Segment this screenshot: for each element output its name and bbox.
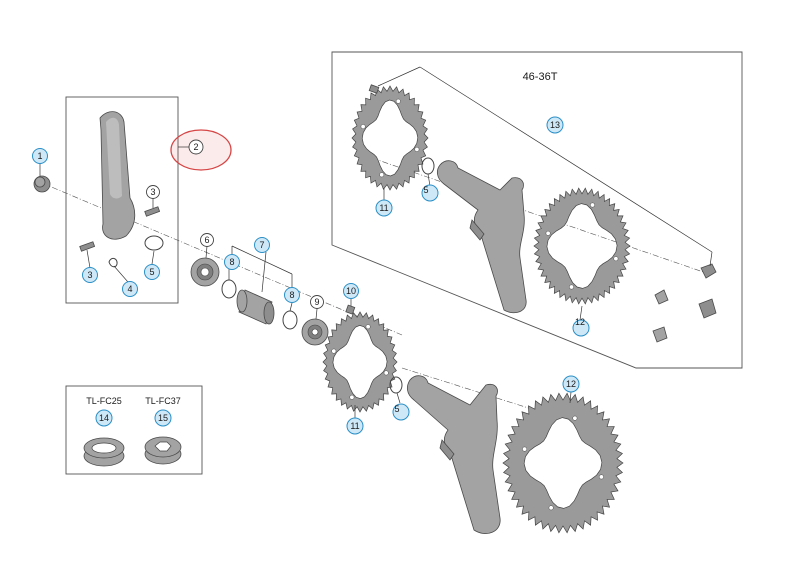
chainring-bolt-hole [522, 446, 528, 452]
callout-1[interactable]: 1 [32, 148, 48, 164]
svg-text:6: 6 [204, 235, 209, 245]
svg-text:12: 12 [566, 379, 576, 389]
callout-5-left[interactable]: 5 [144, 264, 160, 280]
chainring-small-box-part [351, 85, 429, 191]
tool-tl-fc25-part [83, 437, 125, 467]
svg-text:4: 4 [127, 284, 132, 294]
callout-15[interactable]: 15 [154, 409, 172, 427]
callout-11-box[interactable]: 11 [375, 199, 393, 217]
chainring-bolt-hole [349, 394, 355, 400]
o-ring-box-part [421, 157, 435, 175]
chainring-bolt-hole [613, 256, 619, 262]
callout-14[interactable]: 14 [95, 409, 113, 427]
box-nut-3-part [652, 326, 668, 343]
spacer-left-part [221, 279, 237, 299]
svg-text:11: 11 [350, 421, 359, 431]
callout-9[interactable]: 9 [310, 295, 324, 309]
svg-text:3: 3 [87, 270, 92, 280]
chainring-set-box [331, 51, 743, 369]
bb-cup-right-part [301, 318, 329, 346]
chainring-bolt-hole [379, 172, 385, 178]
chainring-bolt-hole [572, 415, 578, 421]
callout-8-right[interactable]: 8 [284, 287, 300, 303]
chainring-teeth [351, 85, 429, 191]
svg-text:8: 8 [289, 290, 294, 300]
callout-5-box[interactable]: 5 [421, 184, 439, 202]
svg-text:2: 2 [193, 142, 198, 152]
callout-7[interactable]: 7 [254, 237, 270, 253]
svg-text:5: 5 [149, 267, 154, 277]
callout-3-bottom[interactable]: 3 [82, 267, 98, 283]
safety-plate-part [108, 257, 118, 268]
right-crank-box-part [436, 160, 527, 314]
chainring-large-main-part [502, 392, 624, 534]
callout-5-main[interactable]: 5 [392, 403, 410, 421]
svg-text:9: 9 [314, 297, 319, 307]
svg-text:12: 12 [575, 317, 585, 327]
svg-text:13: 13 [550, 120, 560, 130]
svg-text:8: 8 [229, 257, 234, 267]
leader-lines [39, 66, 713, 418]
callout-12-main[interactable]: 12 [562, 375, 580, 393]
svg-text:11: 11 [379, 203, 388, 213]
o-ring-left-part [144, 235, 164, 251]
bb-cup-left-part [190, 257, 220, 287]
callout-2-highlighted[interactable]: 2 [170, 129, 232, 171]
chainring-bolt-hole [590, 202, 595, 208]
svg-text:5: 5 [423, 185, 428, 195]
chainring-large-box-part [533, 187, 631, 305]
box-nut-1-part [654, 289, 669, 305]
chainring-small-main-part [322, 311, 398, 413]
chainring-bolt-hole [414, 146, 420, 152]
callout-4[interactable]: 4 [122, 281, 138, 297]
callout-12-box[interactable]: 12 [572, 317, 590, 337]
chainring-bolt-hole [545, 230, 551, 236]
tool-label-tl-fc37: TL-FC37 [145, 396, 181, 406]
chainring-bolt-hole [331, 348, 337, 354]
callout-6[interactable]: 6 [200, 233, 214, 247]
chainring-teeth [322, 311, 398, 413]
chainring-bolt-hole [383, 370, 389, 376]
chainring-bolt-hole [569, 284, 574, 290]
tool-tl-fc37-part [144, 436, 182, 465]
box-nut-2-part [698, 298, 717, 319]
callout-8-left[interactable]: 8 [224, 254, 240, 270]
left-crank-box [65, 96, 179, 304]
spacer-right-part [282, 310, 298, 330]
chainring-teeth [533, 187, 631, 305]
svg-text:3: 3 [150, 187, 155, 197]
callout-10[interactable]: 10 [343, 283, 359, 299]
chainring-bolt-hole [548, 505, 554, 511]
chainring-bolt-hole [598, 474, 604, 480]
bb-sleeve-part [236, 289, 275, 325]
svg-text:15: 15 [158, 413, 168, 423]
callout-3-top[interactable]: 3 [146, 185, 160, 199]
chainring-bolt-hole [395, 98, 401, 104]
crank-bolt-bottom-part [79, 241, 96, 252]
chainring-set-label: 46-36T [523, 71, 558, 83]
svg-text:7: 7 [259, 240, 264, 250]
crank-cap-part [33, 175, 51, 193]
o-ring-main-part [389, 376, 403, 394]
svg-text:10: 10 [346, 286, 356, 296]
crank-bolt-top-part [144, 206, 161, 217]
tool-label-tl-fc25: TL-FC25 [86, 396, 122, 406]
callout-13[interactable]: 13 [546, 116, 564, 134]
svg-text:14: 14 [99, 413, 109, 423]
chainring-bolt-hole [360, 124, 366, 130]
main-axis-line [41, 182, 403, 336]
chainring-bolt-part [345, 304, 356, 315]
svg-text:1: 1 [37, 151, 42, 161]
right-crank-main-part [406, 375, 501, 534]
box-bolt-top-part [368, 84, 380, 94]
tools-box [65, 385, 203, 475]
chainring-bolt-hole [365, 324, 371, 330]
svg-text:5: 5 [394, 404, 399, 414]
box-crank-tip-part [700, 263, 717, 279]
left-crank-arm-highlight [106, 117, 122, 199]
callout-11-main[interactable]: 11 [346, 417, 364, 435]
chainring-teeth [502, 392, 624, 534]
